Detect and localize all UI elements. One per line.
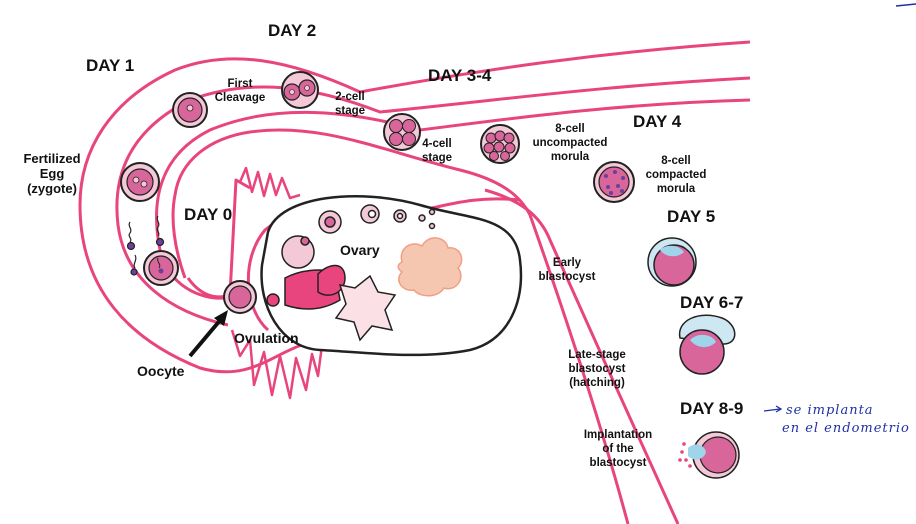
sperm-cells [126, 215, 165, 276]
eight-compacted-line-3: morula [657, 183, 696, 195]
ovary-label: Ovary [340, 242, 380, 258]
corpus-luteum-cloud [397, 237, 463, 297]
oocyte-arrow [188, 316, 224, 358]
eight-cell-compacted-morula [593, 161, 635, 203]
ovarian-follicles [281, 204, 436, 269]
day-6-7-label: DAY 6-7 [680, 293, 743, 312]
fallopian-tube-outline [78, 40, 751, 524]
first-cleavage-line-2: Cleavage [215, 92, 266, 104]
first-cleavage-label: First Cleavage [215, 78, 266, 104]
implanting-blastocyst-cell [678, 431, 740, 479]
eight-compacted-line-2: compacted [646, 169, 707, 181]
oocyte-label: Oocyte [137, 363, 185, 379]
day-0-label: DAY 0 [184, 205, 232, 224]
first-cleavage-line-1: First [228, 78, 253, 90]
oocyte-cell [223, 280, 257, 314]
zygote-cell [120, 162, 160, 202]
early-blast-line-2: blastocyst [539, 271, 596, 283]
fertilized-egg-label: Fertilized Egg (zygote) [23, 151, 80, 196]
eight-compacted-line-1: 8-cell [661, 155, 690, 167]
fertilized-line-2: Egg [40, 166, 65, 181]
early-blastocyst-cell [647, 237, 697, 287]
eight-cell-uncompacted-morula [480, 124, 520, 164]
two-cell-embryo [281, 71, 319, 109]
four-cell-label: 4-cell stage [422, 138, 452, 164]
oocyte-arrowhead [214, 310, 228, 326]
late-blastocyst-cell [678, 314, 736, 375]
implantation-line-2: of the [602, 443, 633, 455]
day-5-label: DAY 5 [667, 207, 715, 226]
fimbriae [230, 166, 324, 400]
day-3-4-label: DAY 3-4 [428, 66, 492, 85]
two-cell-label: 2-cell stage [335, 91, 365, 117]
four-cell-line-2: stage [422, 152, 452, 164]
four-cell-line-1: 4-cell [422, 138, 451, 150]
early-blastocyst-label: Early blastocyst [539, 257, 596, 283]
fertilized-line-1: Fertilized [23, 151, 80, 166]
two-cell-line-2: stage [335, 105, 365, 117]
fertilized-line-3: (zygote) [27, 181, 77, 196]
day-1-label: DAY 1 [86, 56, 134, 75]
two-cell-line-1: 2-cell [335, 91, 364, 103]
implantation-label: Implantation of the blastocyst [584, 429, 652, 469]
top-right-pen-stroke [895, 3, 916, 7]
ruptured-follicle [317, 264, 346, 296]
released-oocyte [266, 293, 280, 307]
day-2-label: DAY 2 [268, 21, 316, 40]
corpus-albicans [334, 274, 397, 342]
ovulation-label: Ovulation [234, 330, 299, 346]
annotation-line-2: en el endometrio [782, 421, 910, 436]
ovary-outline [260, 194, 523, 357]
eight-cell-uncompacted-label: 8-cell uncompacted morula [533, 123, 608, 163]
day-8-9-label: DAY 8-9 [680, 399, 743, 418]
implantation-line-3: blastocyst [590, 457, 647, 469]
late-blast-line-1: Late-stage [568, 349, 626, 361]
four-cell-embryo [383, 113, 421, 151]
late-blastocyst-label: Late-stage blastocyst (hatching) [568, 349, 626, 389]
fertilizing-egg [143, 250, 179, 286]
day-4-label: DAY 4 [633, 112, 682, 131]
annotation-line-1: se implanta [786, 403, 874, 418]
eight-uncompacted-line-1: 8-cell [555, 123, 584, 135]
late-blast-line-3: (hatching) [569, 377, 625, 389]
eight-cell-compacted-label: 8-cell compacted morula [646, 155, 707, 195]
early-blast-line-1: Early [553, 257, 582, 269]
eight-uncompacted-line-2: uncompacted [533, 137, 608, 149]
implantation-line-1: Implantation [584, 429, 652, 441]
eight-uncompacted-line-3: morula [551, 151, 590, 163]
first-cleavage-cell [172, 92, 208, 128]
annotation-arrow-icon [763, 405, 783, 413]
late-blast-line-2: blastocyst [569, 363, 626, 375]
